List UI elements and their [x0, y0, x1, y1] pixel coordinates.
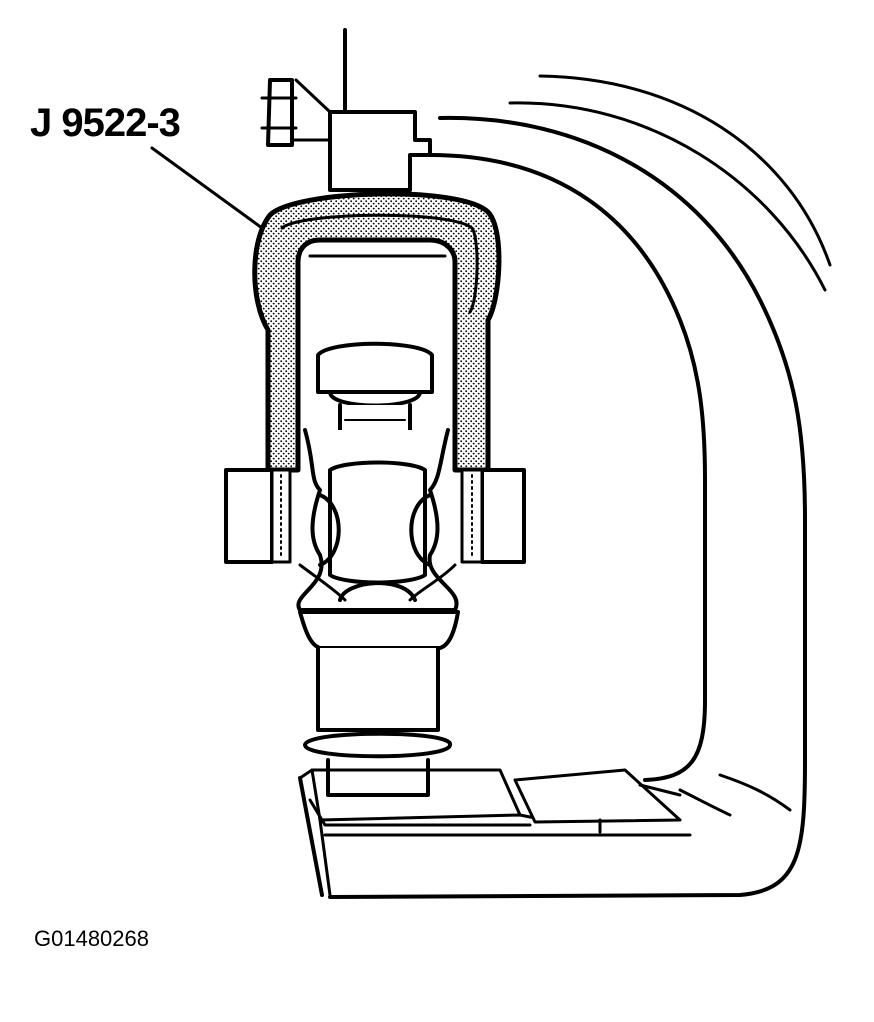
figure-id: G01480268	[34, 926, 149, 951]
u-joint-cross	[296, 428, 459, 612]
right-bearing-cup	[460, 468, 526, 564]
press-frame	[328, 74, 832, 899]
callout-leader-line	[150, 146, 264, 230]
lower-yoke-shaft	[298, 610, 460, 797]
press-base	[298, 768, 692, 897]
tool-callout-label: J 9522-3	[30, 101, 181, 145]
press-ram	[260, 28, 432, 192]
left-bearing-cup	[224, 468, 292, 564]
j-9522-3-tool	[252, 191, 502, 473]
